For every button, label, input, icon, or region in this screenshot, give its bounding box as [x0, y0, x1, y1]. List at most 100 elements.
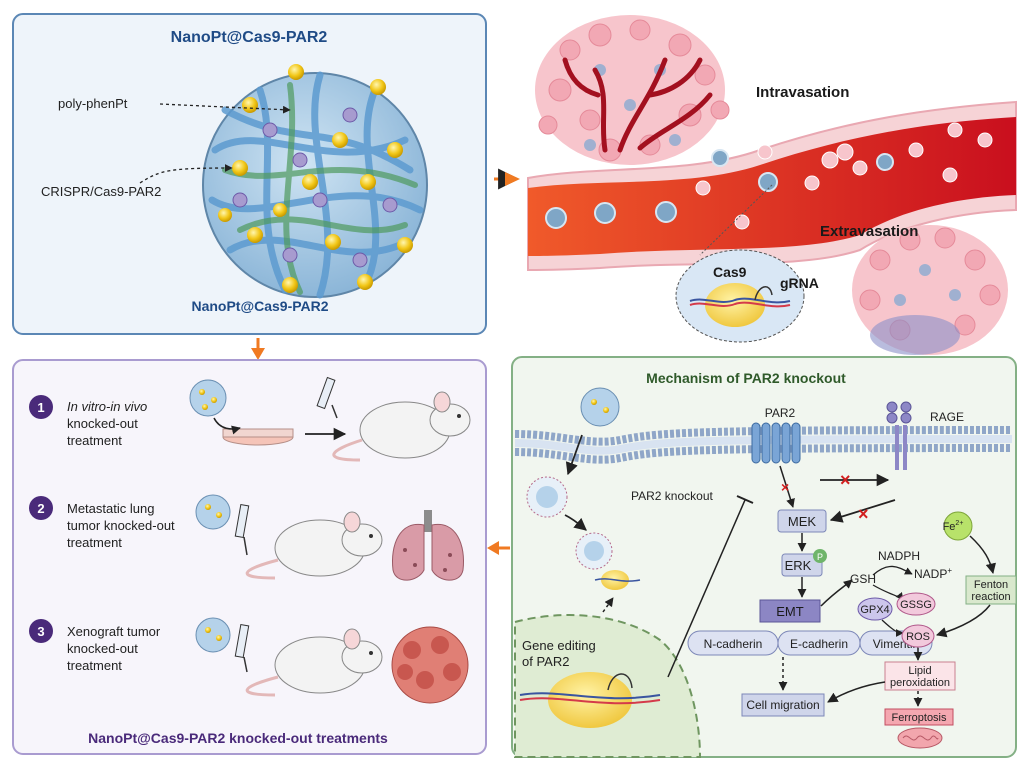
secondary-tumor: [852, 225, 1008, 355]
blood-vessel: [527, 100, 1017, 272]
treatment-2-line1: Metastatic lung: [67, 501, 154, 516]
label-par2: PAR2: [765, 406, 796, 420]
label-gssg: GSSG: [900, 599, 932, 611]
step-number-2: 2: [37, 501, 44, 516]
vessel-panel: Intravasation Extravasation Cas9 gRNA: [527, 15, 1017, 355]
step-badge-1: [29, 395, 53, 419]
node-fe2: [943, 511, 973, 541]
arrow-to-treatments-head: [251, 348, 265, 360]
node-cell-migration: [741, 693, 825, 717]
xenograft-tumor-icon: [391, 626, 469, 704]
node-emt: [759, 599, 821, 623]
step-badge-3: [29, 619, 53, 643]
pathway: × × × MEK ERK P EMT N-cadherin E-cadheri…: [687, 465, 1017, 749]
label-gene-editing-2: of PAR2: [522, 654, 569, 669]
label-nadph: NADPH: [878, 549, 920, 563]
treatment-item-3: 3 Xenograft tumor knocked-out treatment: [29, 617, 469, 704]
label-gsh: GSH: [850, 572, 876, 586]
syringe-icon-1: [316, 376, 338, 419]
nanoparticle-panel: NanoPt@Cas9-PAR2: [12, 13, 487, 335]
treatments-panel: 1 In vitro-in vivo knocked-out treatment: [12, 359, 487, 755]
mouse-icon-2: [245, 511, 383, 580]
label-cell-migration: Cell migration: [746, 698, 819, 712]
mouse-icon-3: [245, 628, 383, 697]
label-emt: EMT: [776, 604, 804, 619]
node-mek: [777, 509, 827, 533]
treatment-2-line2: tumor knocked-out: [67, 518, 175, 533]
label-lipid-2: peroxidation: [890, 677, 950, 689]
label-fe-group: Fe2+: [943, 520, 964, 533]
label-mek: MEK: [788, 514, 817, 529]
zoom-pointer: [699, 184, 773, 256]
cas9-mini: [594, 570, 641, 590]
mechanism-panel: Mechanism of PAR2 knockout PAR2 RAGE: [511, 356, 1017, 758]
treatment-item-2: 2 Metastatic lung tumor knocked-out trea…: [29, 494, 465, 581]
par2-receptor: PAR2: [751, 406, 801, 464]
pointer-crispr-cas9: [139, 164, 233, 184]
node-gpx4: [857, 597, 893, 621]
label-cas9: Cas9: [713, 264, 747, 280]
step-badge-2: [29, 496, 53, 520]
label-rage: RAGE: [930, 410, 964, 424]
phospho-badge: [813, 549, 827, 563]
node-ferroptosis: [884, 708, 954, 726]
svg-text:×: ×: [858, 504, 869, 524]
treatment-item-1: 1 In vitro-in vivo knocked-out treatment: [29, 376, 471, 462]
label-n-cadherin: N-cadherin: [704, 637, 763, 651]
nanoparticle-mini-1: [189, 379, 227, 417]
node-fenton: [965, 575, 1017, 605]
treatments-title: NanoPt@Cas9-PAR2 knocked-out treatments: [88, 730, 388, 746]
label-erk: ERK: [785, 558, 812, 573]
step-number-3: 3: [37, 624, 44, 639]
cell-membrane: [514, 426, 1013, 464]
cas9-inset: Cas9 gRNA: [675, 249, 819, 343]
mitochondria-icon: [897, 727, 943, 749]
rage-receptor: RAGE: [886, 401, 964, 470]
step-number-1: 1: [37, 400, 44, 415]
mouse-icon-1: [332, 391, 471, 462]
nanoparticle-sphere: [202, 64, 428, 299]
node-ros: [901, 624, 935, 648]
treatment-3-line1: Xenograft tumor: [67, 624, 161, 639]
primary-tumor: [535, 15, 730, 165]
svg-text:×: ×: [840, 470, 851, 490]
label-nadp-sup: +: [947, 566, 952, 575]
label-fe: Fe: [943, 521, 956, 533]
nanoparticle-entering: [580, 387, 620, 427]
label-gene-editing-1: Gene editing: [522, 638, 596, 653]
label-crispr-cas9: CRISPR/Cas9-PAR2: [41, 184, 161, 199]
label-e-cadherin: E-cadherin: [790, 637, 848, 651]
label-intravasation: Intravasation: [756, 84, 849, 101]
node-lipid-peroxidation: [884, 661, 956, 691]
treatment-3-line3: treatment: [67, 658, 122, 673]
nanoparticle-mini-3: [195, 617, 231, 653]
treatment-1-line1: In vitro-in vivo: [67, 399, 147, 414]
svg-text:×: ×: [781, 479, 789, 495]
label-extravasation: Extravasation: [820, 223, 918, 240]
syringe-icon-2: [234, 503, 250, 556]
treatment-1-line3: treatment: [67, 433, 122, 448]
label-gpx4: GPX4: [860, 604, 889, 616]
nucleus: Gene editing of PAR2: [514, 614, 702, 758]
label-phospho: P: [817, 552, 823, 562]
node-gssg: [896, 592, 936, 616]
pointer-poly-phenpt: [159, 103, 291, 114]
syringe-icon-3: [234, 623, 250, 673]
nanoparticle-title: NanoPt@Cas9-PAR2: [171, 29, 328, 46]
label-fenton-1: Fenton: [974, 579, 1008, 591]
label-par2-knockout: PAR2 knockout: [631, 489, 713, 503]
label-nadp-group: NADP+: [914, 566, 952, 581]
treatment-3-line2: knocked-out: [67, 641, 138, 656]
treatment-1-line2: knocked-out: [67, 416, 138, 431]
label-grna: gRNA: [780, 275, 819, 291]
lung-icon: [391, 510, 465, 581]
label-nadp: NADP: [914, 567, 947, 581]
label-ferroptosis: Ferroptosis: [891, 712, 947, 724]
nanoparticle-caption: NanoPt@Cas9-PAR2: [191, 298, 328, 314]
label-ros: ROS: [906, 631, 930, 643]
label-fe-sup: 2+: [955, 520, 963, 527]
arrow-from-mechanism-head: [487, 541, 499, 555]
label-lipid-1: Lipid: [908, 665, 931, 677]
node-erk: [781, 553, 823, 577]
